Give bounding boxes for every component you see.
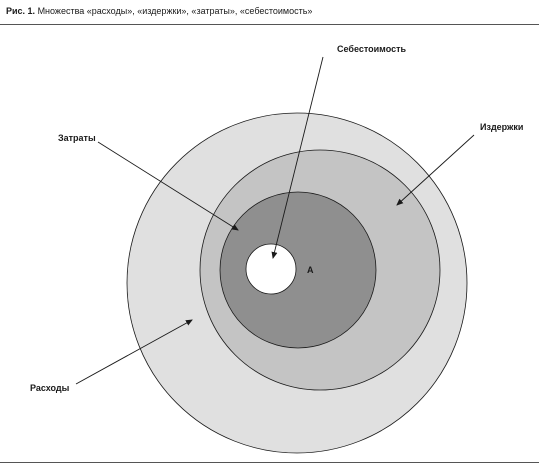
- cost-price-label: Себестоимость: [337, 44, 406, 54]
- outlays-arrow: [75, 319, 193, 385]
- expenses-label: Издержки: [480, 122, 523, 132]
- cost-price-circle: [245, 243, 297, 295]
- figure-number: Рис. 1.: [6, 6, 36, 16]
- costs-label: Затраты: [58, 133, 96, 143]
- point-a-label: А: [307, 265, 314, 275]
- cost-price-arrow: [271, 56, 324, 259]
- outlays-label: Расходы: [30, 383, 70, 393]
- costs-arrow: [97, 141, 239, 231]
- bottom-rule: [0, 462, 539, 463]
- figure-caption: Рис. 1. Множества «расходы», «издержки»,…: [6, 5, 312, 17]
- expenses-arrow: [396, 134, 475, 206]
- figure-title: Множества «расходы», «издержки», «затрат…: [35, 6, 313, 16]
- top-rule: [0, 24, 539, 25]
- costs-circle: [219, 191, 377, 349]
